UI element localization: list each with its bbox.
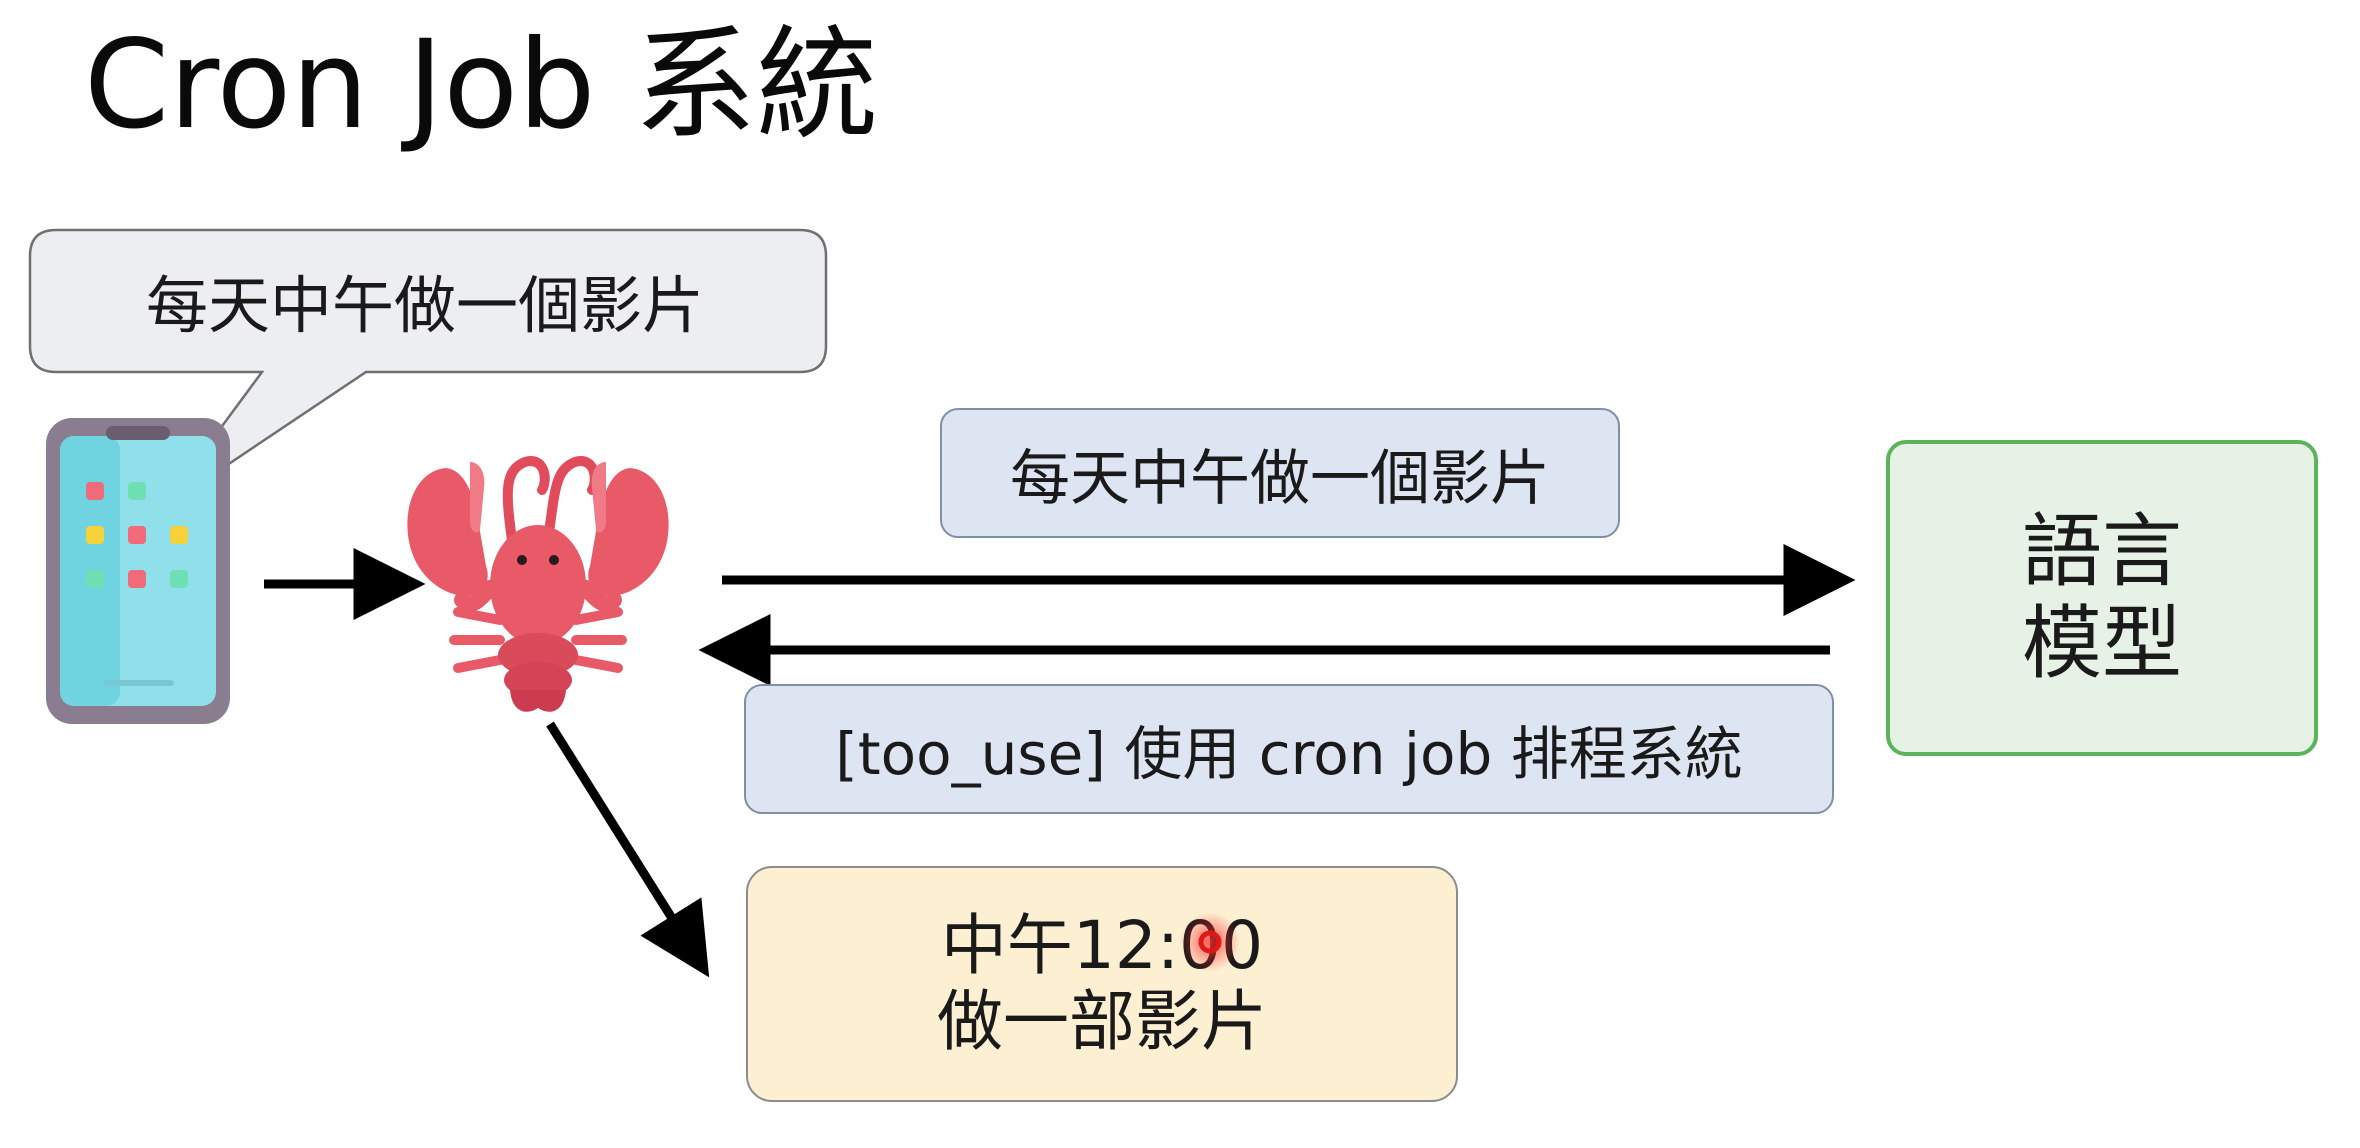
lobster-icon — [407, 456, 669, 712]
scheduled-task-time: 中午12:00 — [940, 907, 1264, 984]
prompt-message-text: 每天中午做一個影片 — [1010, 443, 1550, 514]
smartphone-icon — [46, 418, 230, 724]
speech-bubble-text: 每天中午做一個影片 — [145, 269, 704, 342]
scheduled-task-action: 做一部影片 — [937, 983, 1267, 1060]
page-title: Cron Job 系統 — [84, 14, 879, 156]
scheduled-task-box: 中午12:00 做一部影片 — [746, 866, 1458, 1102]
prompt-message-box: 每天中午做一個影片 — [940, 408, 1620, 538]
language-model-line2: 模型 — [2022, 597, 2182, 690]
language-model-box: 語言 模型 — [1886, 440, 2318, 756]
tool-use-message-box: [too_use] 使用 cron job 排程系統 — [744, 684, 1834, 814]
arrow-agent-to-task — [546, 721, 710, 978]
tool-use-message-text: [too_use] 使用 cron job 排程系統 — [835, 720, 1743, 788]
language-model-line1: 語言 — [2022, 505, 2182, 598]
